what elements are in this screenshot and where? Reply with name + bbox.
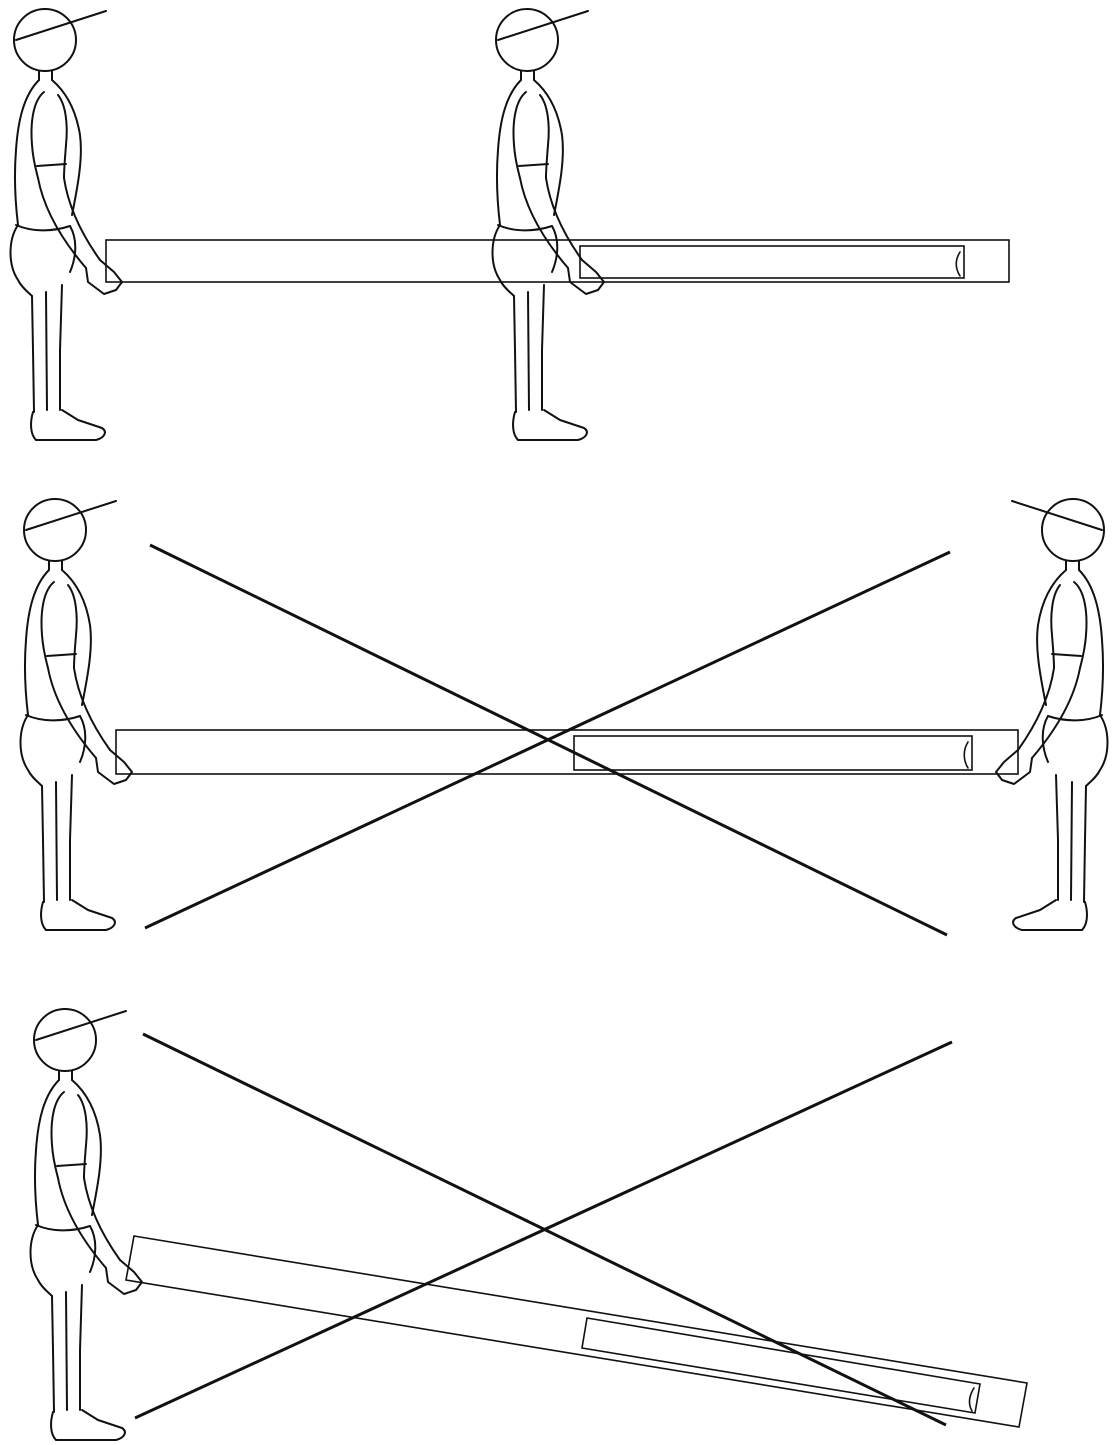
panel-3-carrier [31,1009,143,1440]
panel-1-carrier-right [493,9,605,440]
panel-2-board [116,730,1018,774]
panel-2-carrier-left [21,499,133,930]
panel-1-carrier-left [11,9,123,440]
panel-1 [11,9,1010,440]
panel-2 [21,499,1108,935]
panel-2-carrier-right [996,499,1108,930]
panel-3 [31,1009,1028,1440]
